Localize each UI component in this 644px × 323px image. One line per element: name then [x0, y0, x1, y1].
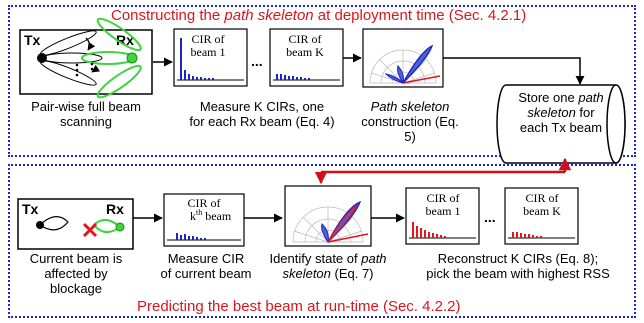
rx-label-bottom: Rx [106, 201, 124, 217]
identify-caption: Identify state of path skeleton (Eq. 7) [269, 251, 387, 281]
cir-kth-beam-plot: CIR of kth beam [163, 193, 245, 247]
rotate-arrow-icon [85, 37, 96, 51]
skeleton-lookup-link [314, 157, 572, 185]
tx-beam-icon [39, 216, 69, 231]
svg-text:beam K: beam K [286, 45, 324, 59]
svg-text:beam 1: beam 1 [191, 45, 226, 59]
svg-text:CIR of: CIR of [427, 191, 460, 205]
store-skeleton-cylinder [496, 84, 626, 164]
path-skeleton-polar-plot-top [362, 28, 444, 88]
svg-text:beam 1: beam 1 [426, 204, 461, 218]
bottom-section-frame [8, 164, 636, 318]
svg-text:CIR of: CIR of [192, 32, 225, 46]
rotate-arrow-icon [91, 64, 101, 73]
tx-label: Tx [24, 32, 41, 48]
bottom-section-title: Predicting the best beam at run-time (Se… [134, 298, 464, 315]
path-skeleton-polar-plot-bottom [284, 185, 372, 247]
top-section-title: Constructing the path skeleton at deploy… [108, 7, 530, 24]
blockage-panel: Tx Rx [17, 198, 134, 250]
beam-scanning-panel: Tx Rx [19, 17, 153, 99]
top-section-frame [8, 5, 636, 157]
arrow-skeleton-to-store [443, 57, 585, 85]
store-caption: Store one path skeleton for each Tx beam [518, 90, 604, 135]
svg-text:CIR of: CIR of [289, 32, 322, 46]
reconstructed-cir-beam-k-plot: CIR of beam K [504, 187, 579, 245]
svg-text:beam K: beam K [523, 204, 561, 218]
reconstructed-cir-beam-1-plot: CIR of beam 1 [405, 187, 480, 245]
tx-label-bottom: Tx [22, 201, 39, 217]
cir-ellipsis-bottom: ... [484, 209, 496, 225]
reconstruct-caption: Reconstruct K CIRs (Eq. 8);pick the beam… [426, 251, 610, 281]
tx-beam-lobes-icon [37, 30, 103, 86]
svg-text:CIR of: CIR of [526, 191, 559, 205]
cir-beam-k-plot: CIR of beam K [269, 28, 344, 87]
rx-beam-lobes-icon [81, 17, 142, 99]
cir-beam-1-plot: CIR of beam 1 [173, 28, 248, 87]
cir-ellipsis-top: ... [251, 53, 263, 69]
svg-text:CIR of: CIR of [188, 196, 221, 210]
svg-text:kth beam: kth beam [190, 208, 232, 223]
